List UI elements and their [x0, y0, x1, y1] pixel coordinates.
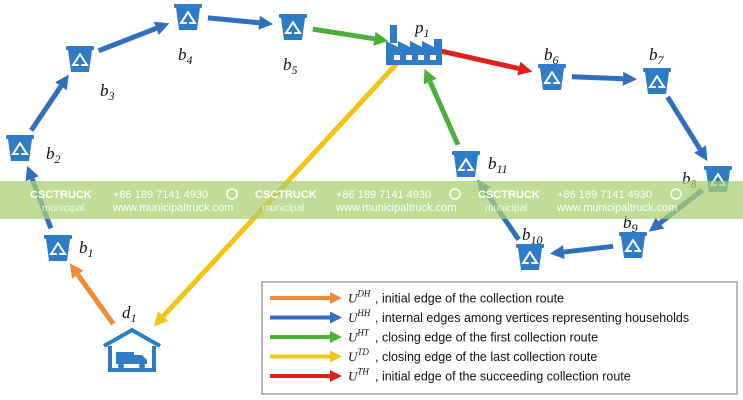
watermark-brand: CSCTRUCK: [478, 189, 540, 201]
initial-edge-p1-b6: [438, 48, 533, 76]
legend-row: UHH, internal edges among vertices repre…: [270, 308, 689, 325]
node-label-b7: b7: [649, 45, 665, 67]
node-b11: b11: [451, 150, 508, 178]
recycle-bin-icon: [537, 63, 567, 91]
node-label-d1: d1: [122, 303, 137, 325]
node-label-b5: b5: [283, 55, 298, 77]
watermark-phone: +86 189 7141 4930: [336, 189, 431, 201]
recycle-bin-icon: [642, 67, 672, 95]
node-b6: b6: [537, 45, 567, 91]
node-d1: d1: [102, 303, 162, 372]
node-b1: b1: [43, 234, 94, 262]
recycle-bin-icon: [65, 45, 95, 73]
legend-label: , closing edge of the last collection ro…: [375, 350, 597, 364]
watermark-site: www.municipaltruck.com: [335, 202, 456, 214]
watermark-group-2: CSCTRUCK municipal +86 189 7141 4930 www…: [255, 188, 461, 214]
node-b3: b3: [65, 45, 115, 103]
initial-edge-d1-b1: [69, 263, 116, 326]
watermark-sub: municipal: [42, 203, 84, 214]
truck-depot-icon: [102, 328, 162, 372]
watermark-sub: municipal: [485, 203, 527, 214]
node-b4: b4: [173, 3, 203, 67]
legend-row: UTD, closing edge of the last collection…: [270, 347, 597, 364]
recycle-bin-icon: [618, 231, 648, 259]
whatsapp-icon: [449, 188, 461, 200]
edge-b2-b3: [29, 74, 69, 132]
node-label-b10: b10: [522, 225, 543, 247]
legend-label: , initial edge of the succeeding collect…: [375, 370, 631, 384]
node-b2: b2: [5, 134, 61, 166]
watermark-site: www.municipaltruck.com: [112, 202, 233, 214]
watermark-phone: +86 189 7141 4930: [557, 189, 652, 201]
watermark-brand: CSCTRUCK: [255, 189, 317, 201]
watermark-sub: municipal: [262, 203, 304, 214]
watermark-group-3: CSCTRUCK municipal +86 189 7141 4930 www…: [478, 188, 682, 214]
watermark-site: www.municipaltruck.com: [556, 202, 677, 214]
node-p1: p1: [386, 18, 442, 65]
node-label-b4: b4: [178, 45, 193, 67]
recycle-bin-icon: [451, 150, 481, 178]
recycle-bin-icon: [43, 234, 73, 262]
edge-b3-b4: [97, 21, 170, 54]
node-label-b11: b11: [488, 154, 508, 176]
node-b10: b10: [515, 225, 545, 271]
recycle-bin-icon: [515, 243, 545, 271]
recycle-bin-icon: [173, 3, 203, 31]
watermark-group-1: CSCTRUCK municipal +86 189 7141 4930 www…: [30, 188, 238, 214]
edge-b4-b5: [207, 15, 274, 30]
factory-icon: [386, 25, 442, 65]
legend: UDH, initial edge of the collection rout…: [261, 281, 738, 395]
edge-b6-b7: [571, 71, 638, 86]
closing-edge-b11-p1: [423, 68, 461, 146]
legend-box: [261, 281, 738, 395]
watermark-brand: CSCTRUCK: [30, 189, 92, 201]
legend-label: , internal edges among vertices represen…: [375, 311, 689, 325]
watermark-phone: +86 189 7141 4930: [113, 189, 208, 201]
node-label-b2: b2: [46, 144, 61, 166]
whatsapp-icon: [670, 188, 682, 200]
legend-label: , initial edge of the collection route: [375, 292, 564, 306]
closing-edge-b5-p1: [312, 26, 389, 46]
node-b5: b5: [278, 13, 308, 77]
node-label-p1: p1: [414, 18, 430, 40]
node-label-b6: b6: [544, 45, 559, 67]
watermark-band: [0, 181, 743, 219]
legend-row: UHT, closing edge of the first collectio…: [270, 328, 598, 345]
edge-b9-b10: [549, 243, 614, 260]
node-label-b1: b1: [79, 238, 94, 260]
legend-label: , closing edge of the first collection r…: [375, 331, 598, 345]
edge-b7-b8: [665, 95, 708, 162]
node-label-b3: b3: [100, 81, 115, 103]
whatsapp-icon: [226, 188, 238, 200]
node-b7: b7: [642, 45, 672, 95]
recycle-bin-icon: [5, 134, 35, 162]
recycle-bin-icon: [278, 13, 308, 41]
node-b9: b9: [618, 213, 648, 259]
